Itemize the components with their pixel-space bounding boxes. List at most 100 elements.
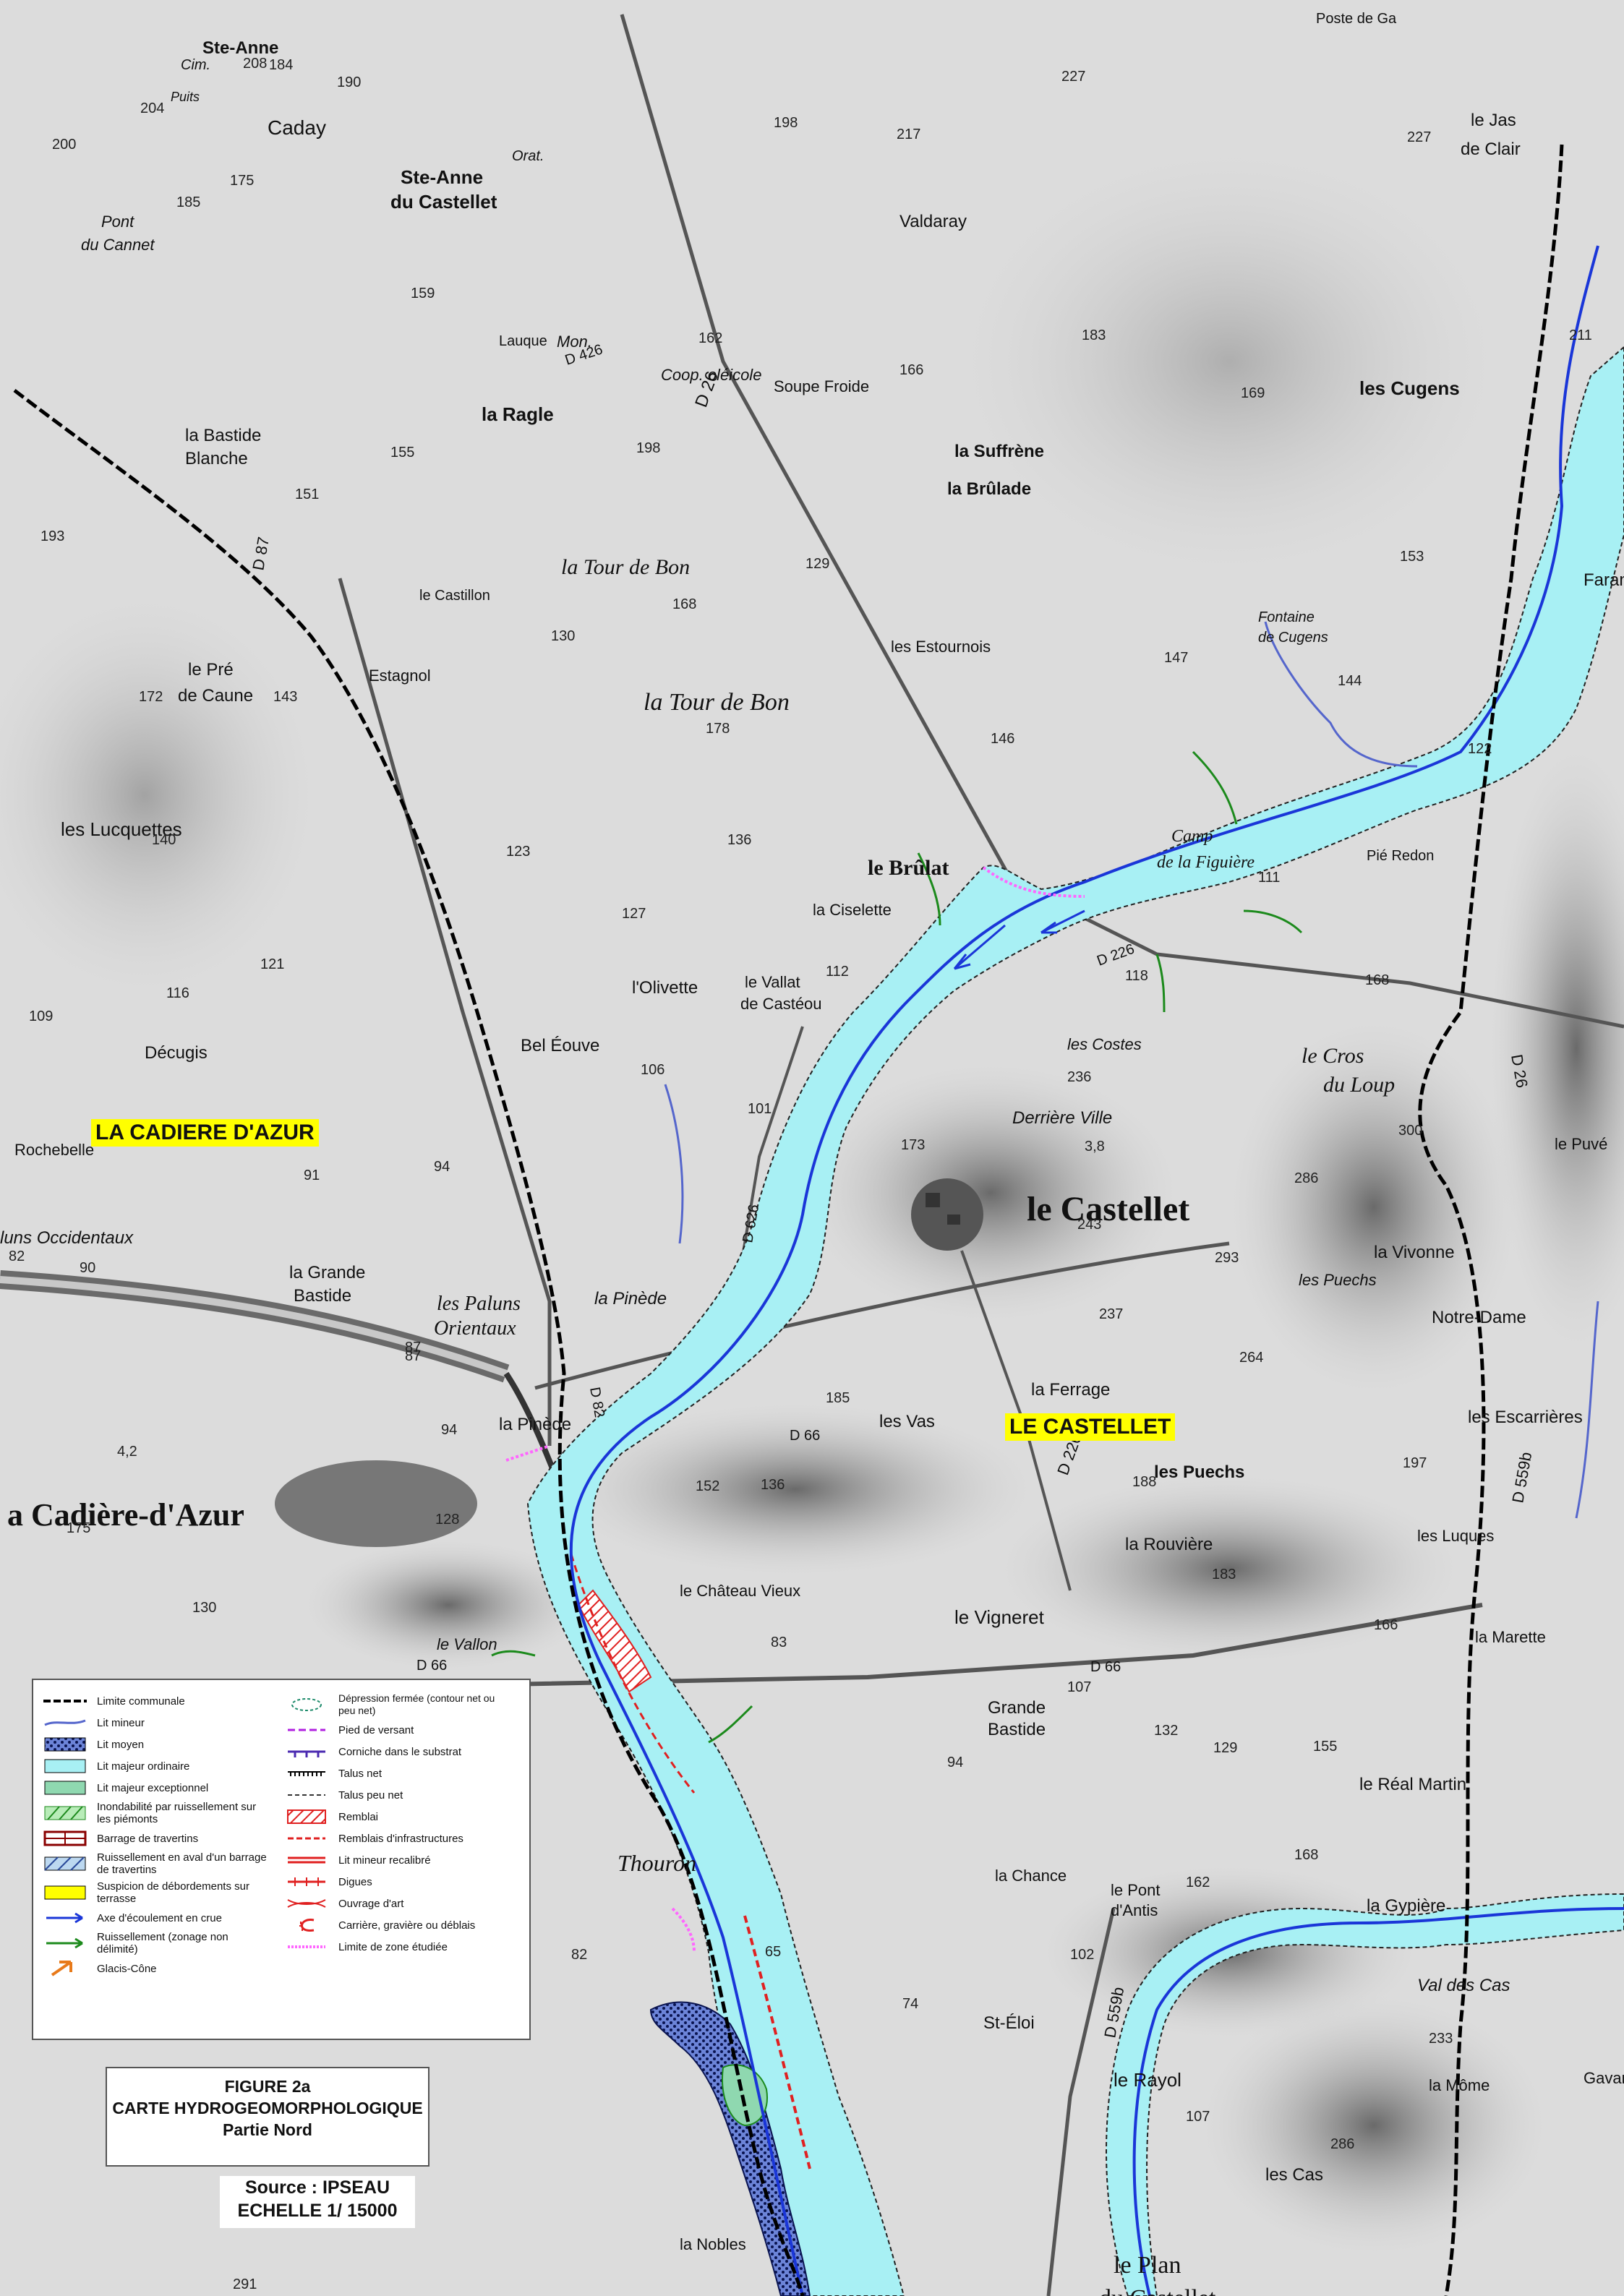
elevation-label: 264 [1239, 1350, 1263, 1366]
elevation-label: 94 [434, 1159, 450, 1175]
elevation-label: 286 [1330, 2136, 1354, 2152]
elevation-label: 87 [405, 1340, 421, 1355]
figure-title: CARTE HYDROGEOMORPHOLOGIQUE [112, 2099, 423, 2117]
commune-label-castellet: LE CASTELLET [1005, 1413, 1176, 1441]
place-label-paluns: les Paluns [437, 1293, 521, 1315]
place-label-estournois: les Estournois [891, 638, 991, 656]
road-label-d66-c: D 66 [1090, 1659, 1121, 1675]
elevation-label: 293 [1215, 1250, 1239, 1266]
place-label-fontaine: Fontaine [1258, 609, 1315, 625]
elevation-label: 300 [1398, 1123, 1422, 1139]
hill-shading [1200, 1995, 1547, 2256]
elevation-label: 227 [1407, 129, 1431, 145]
place-label-la-ferrage: la Ferrage [1031, 1380, 1110, 1400]
elevation-label: 217 [897, 127, 920, 142]
elevation-label: 243 [1077, 1217, 1101, 1233]
elevation-label: 233 [1429, 2031, 1453, 2047]
study-zone-limit [505, 1444, 550, 1462]
castellet-height-label: 3,8 [1085, 1139, 1105, 1155]
place-label-olivette: l'Olivette [632, 978, 698, 998]
place-label-vallat: le Vallat [745, 973, 800, 991]
place-label-le-pont: le Pont [1111, 1881, 1161, 1899]
elevation-label: 286 [1294, 1170, 1318, 1186]
place-label-la-bastide: la Bastide [185, 426, 261, 445]
map-legend: Limite communale Lit mineur Lit moyen Li… [32, 1679, 531, 2040]
legend-item-remblais-infra: Remblais d'infrastructures [288, 1832, 463, 1845]
elevation-label: 200 [52, 137, 76, 153]
place-label-du-cannet: du Cannet [81, 236, 155, 254]
commune-boundary [1418, 144, 1564, 2296]
elevation-label: 91 [304, 1168, 320, 1183]
place-label-bel-eouve: Bel Éouve [521, 1036, 599, 1055]
commune-boundary [13, 389, 805, 2296]
elevation-label: 130 [192, 1600, 216, 1616]
elevation-label: 140 [152, 832, 176, 848]
hill-shading [998, 1475, 1461, 1663]
place-label-du-loup: du Loup [1323, 1073, 1395, 1097]
place-label-blanche: Blanche [185, 449, 248, 468]
place-label-le-castillon: le Castillon [419, 588, 490, 604]
elevation-label: 291 [233, 2276, 257, 2292]
legend-item-ouvrage-art: Ouvrage d'art [283, 1893, 522, 1914]
legend-item-lit-moyen: Lit moyen [42, 1734, 281, 1755]
elevation-label: 127 [622, 906, 646, 922]
legend-item-talus-net: Talus net [283, 1762, 522, 1784]
road-label-d66-a: D 66 [790, 1428, 820, 1444]
place-label-le-puve: le Puvé [1555, 1135, 1607, 1153]
elevation-label: 122 [1468, 741, 1492, 757]
lit-majeur-ordinaire-zone [1106, 1893, 1624, 2296]
place-label-les-puechs-2: les Puechs [1154, 1462, 1244, 1482]
remblai-zone [577, 1589, 652, 1693]
highway [0, 1276, 508, 1377]
place-label-la-brulade: la Brûlade [947, 479, 1031, 499]
place-label-les-cugens: les Cugens [1359, 377, 1460, 399]
place-label-la-gypiere: la Gypière [1367, 1896, 1445, 1916]
road [534, 1241, 1230, 1390]
place-label-gavar: Gavar [1584, 2069, 1624, 2087]
place-label-les-escarrieres: les Escarrières [1468, 1408, 1583, 1427]
elevation-label: 188 [1132, 1474, 1156, 1490]
elevation-label: 162 [1186, 1875, 1210, 1890]
place-label-du-castellet-2: du Castellet [1099, 2285, 1216, 2296]
place-label-ciselette: la Ciselette [813, 901, 892, 919]
legend-item-remblai: Remblai [283, 1806, 522, 1828]
elevation-label: 184 [269, 57, 293, 73]
place-label-pinede-1: la Pinède [594, 1289, 667, 1308]
lit-mineur-stream [1264, 621, 1418, 768]
place-label-les-vas: les Vas [879, 1412, 935, 1431]
elevation-label: 82 [9, 1248, 25, 1264]
elevation-label: 118 [1125, 968, 1148, 984]
legend-item-digues: Digues [283, 1871, 522, 1893]
legend-item-carriere: Carrière, gravière ou déblais [283, 1914, 522, 1936]
figure-title-box: FIGURE 2a CARTE HYDROGEOMORPHOLOGIQUE Pa… [106, 2067, 429, 2167]
elevation-label: 90 [80, 1260, 95, 1276]
elevation-label: 166 [1374, 1617, 1398, 1633]
elevation-label: 65 [765, 1944, 781, 1960]
elevation-label: 101 [748, 1101, 772, 1117]
source-box: Source : IPSEAU ECHELLE 1/ 15000 [220, 2176, 415, 2228]
elevation-label: 136 [761, 1477, 785, 1493]
place-label-pinede-2: la Pinède [499, 1415, 571, 1434]
elevation-label: 169 [1241, 385, 1265, 401]
place-label-cadiere-town: a Cadière-d'Azur [7, 1497, 244, 1533]
elevation-label: 144 [1338, 673, 1362, 689]
hill-shading [1490, 745, 1624, 1352]
place-label-coop: Coop. oléicole [661, 366, 761, 384]
lit-mineur-stream [569, 245, 1599, 2296]
elevation-label: 175 [230, 173, 254, 189]
place-label-casteou: de Castéou [740, 995, 822, 1013]
legend-item-inondabilite: Inondabilité par ruissellement sur les p… [42, 1799, 281, 1828]
study-zone-limit [671, 1907, 696, 1953]
place-label-rochebelle: Rochebelle [14, 1141, 94, 1159]
place-label-bastide-3: Bastide [988, 1720, 1046, 1739]
elevation-label: 146 [991, 731, 1014, 747]
elevation-label: 175 [67, 1520, 90, 1536]
elevation-label: 152 [696, 1478, 719, 1494]
elevation-label: 162 [698, 330, 722, 346]
place-label-la-mome: la Môme [1429, 2076, 1490, 2094]
place-label-tour-bon-2: la Tour de Bon [644, 689, 790, 716]
place-label-estagnol: Estagnol [369, 667, 431, 685]
elevation-label: 111 [1258, 870, 1280, 886]
elevation-label: 121 [260, 956, 284, 972]
